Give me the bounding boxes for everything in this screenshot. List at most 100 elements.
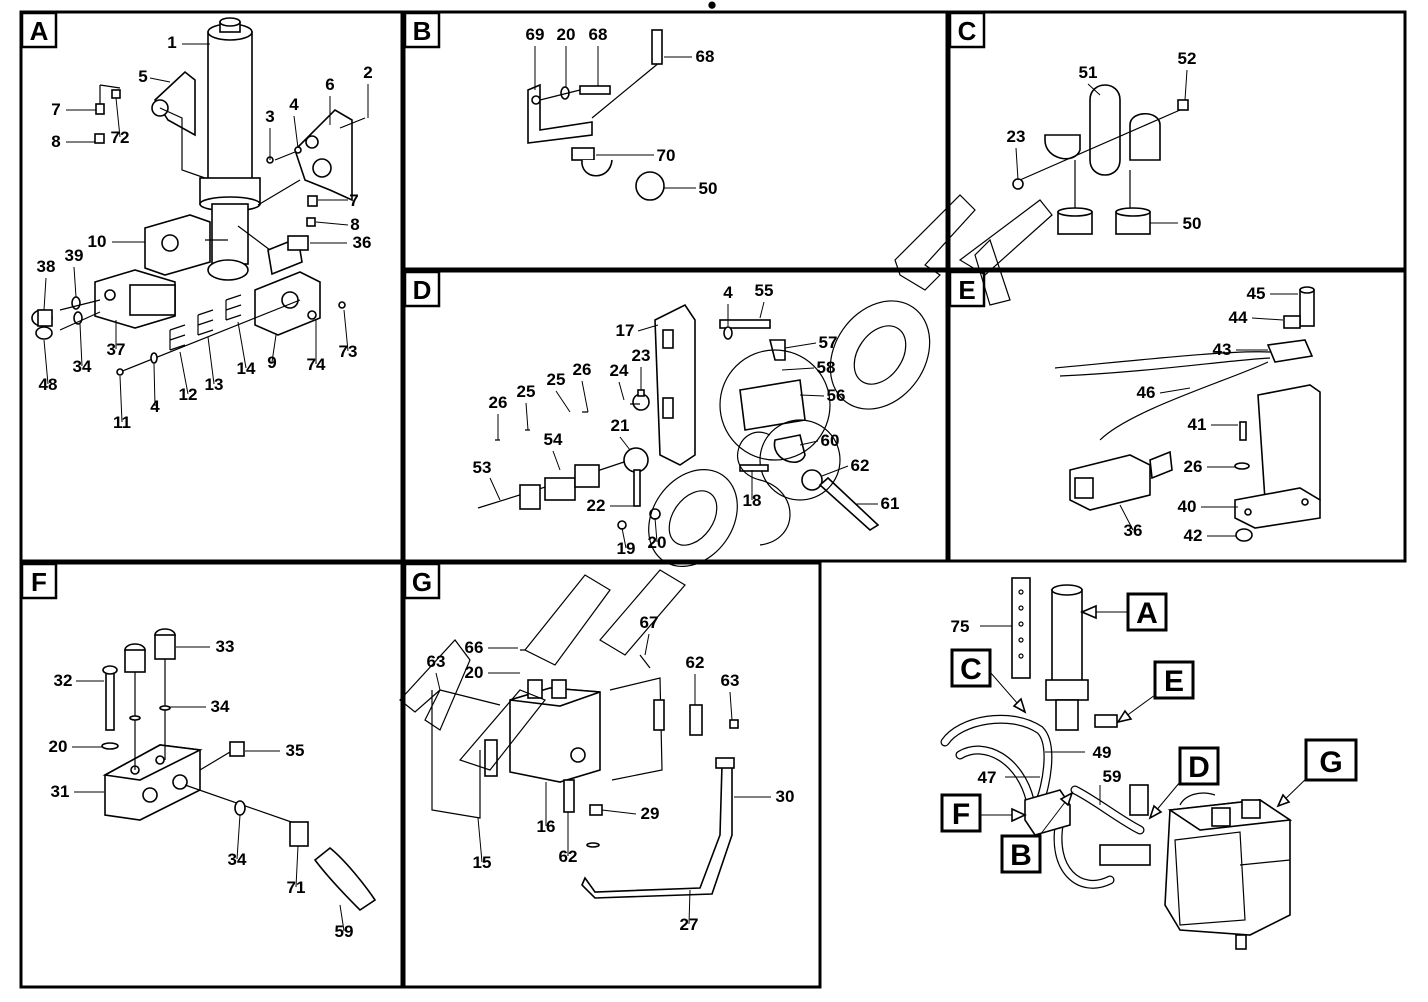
callout-number: 68 [696, 47, 715, 66]
callout-number: 20 [557, 25, 576, 44]
leader-line [555, 390, 571, 413]
leader-line [119, 375, 123, 423]
callout-number: 20 [465, 663, 484, 682]
svg-text:C: C [958, 16, 977, 46]
leader-line [435, 672, 441, 691]
callout-number: 34 [73, 357, 92, 376]
callout-number: 72 [111, 128, 130, 147]
leader-line [799, 440, 819, 446]
overview-numbers: 75 49 47 59 [951, 617, 1121, 805]
callout-number: 32 [54, 671, 73, 690]
panel-c-frame [947, 10, 1407, 271]
leader-line [525, 402, 529, 431]
overview-callout-a: A [1079, 592, 1168, 632]
leader-line [149, 77, 171, 83]
callout-number: 46 [1137, 383, 1156, 402]
leader-line [821, 465, 849, 477]
callout-number: 38 [37, 257, 56, 276]
callout-number: 16 [537, 817, 556, 836]
panel-a-drawing [31, 17, 366, 376]
overview-callout-d: D [1148, 746, 1220, 820]
svg-text:D: D [1188, 751, 1210, 784]
callout-number: 74 [307, 355, 326, 374]
callout-number: 12 [179, 385, 198, 404]
overview-num-75: 75 [951, 617, 970, 636]
leader-line [729, 691, 733, 721]
panel-g-frame [402, 561, 822, 989]
callout-number: 21 [611, 416, 630, 435]
leader-line [637, 324, 659, 332]
leader-line [759, 301, 765, 319]
callout-number: 25 [517, 382, 536, 401]
overview-drawing [940, 577, 1293, 950]
leader-line [799, 394, 825, 397]
leader-line [618, 381, 625, 401]
callout-number: 63 [721, 671, 740, 690]
svg-text:B: B [413, 16, 432, 46]
callout-number: 70 [657, 146, 676, 165]
callout-number: 66 [465, 638, 484, 657]
callout-number: 45 [1247, 284, 1266, 303]
overview-callout-b: B [1000, 791, 1074, 874]
leader-line [343, 309, 349, 352]
callout-number: 33 [216, 637, 235, 656]
callout-number: 54 [544, 430, 563, 449]
callout-number: 71 [287, 878, 306, 897]
callout-number: 26 [489, 393, 508, 412]
svg-text:G: G [1319, 746, 1342, 779]
callout-number: 27 [680, 915, 699, 934]
callout-number: 59 [335, 922, 354, 941]
panel-a-letter: A [20, 11, 58, 49]
callout-number: 37 [107, 340, 126, 359]
callout-number: 10 [88, 232, 107, 251]
leader-line [581, 380, 589, 413]
svg-text:D: D [413, 275, 432, 305]
svg-text:G: G [412, 567, 432, 597]
callout-number: 69 [526, 25, 545, 44]
leader-line [207, 336, 215, 385]
panel-e-drawing [1054, 286, 1321, 542]
callout-number: 22 [587, 496, 606, 515]
callout-number: 68 [589, 25, 608, 44]
leader-line [236, 814, 241, 860]
leader-line [781, 367, 815, 371]
callout-number: 3 [265, 107, 274, 126]
leader-line [43, 277, 47, 311]
callout-number: 29 [641, 804, 660, 823]
leader-line [1087, 83, 1101, 96]
leader-line [621, 527, 627, 549]
callout-number: 8 [51, 132, 60, 151]
callout-number: 58 [817, 358, 836, 377]
svg-text:F: F [31, 567, 47, 597]
leader-line [1184, 69, 1188, 101]
callout-number: 8 [350, 215, 359, 234]
panel-e-frame [947, 269, 1407, 563]
leader-line [295, 845, 299, 888]
panel-e-letter: E [948, 270, 986, 308]
leader-line [1119, 504, 1134, 531]
callout-number: 42 [1184, 526, 1203, 545]
leader-line [601, 809, 637, 815]
callout-number: 57 [819, 333, 838, 352]
leader-line [315, 221, 349, 226]
callout-number: 43 [1213, 340, 1232, 359]
callout-number: 35 [286, 741, 305, 760]
callout-number: 17 [616, 321, 635, 340]
callout-number: 25 [547, 370, 566, 389]
svg-text:B: B [1010, 839, 1032, 872]
leader-line [115, 97, 121, 138]
callout-number: 51 [1079, 63, 1098, 82]
leader-line [179, 351, 189, 395]
panel-a-frame [19, 10, 404, 563]
leader-line [784, 342, 817, 349]
callout-number: 73 [339, 342, 358, 361]
leader-line [73, 266, 77, 298]
panel-f-drawing [101, 628, 377, 912]
callout-number: 30 [776, 787, 795, 806]
callout-number: 34 [211, 697, 230, 716]
callout-number: 62 [686, 653, 705, 672]
callout-number: 48 [39, 375, 58, 394]
overview-callout-c: C [950, 648, 1027, 714]
